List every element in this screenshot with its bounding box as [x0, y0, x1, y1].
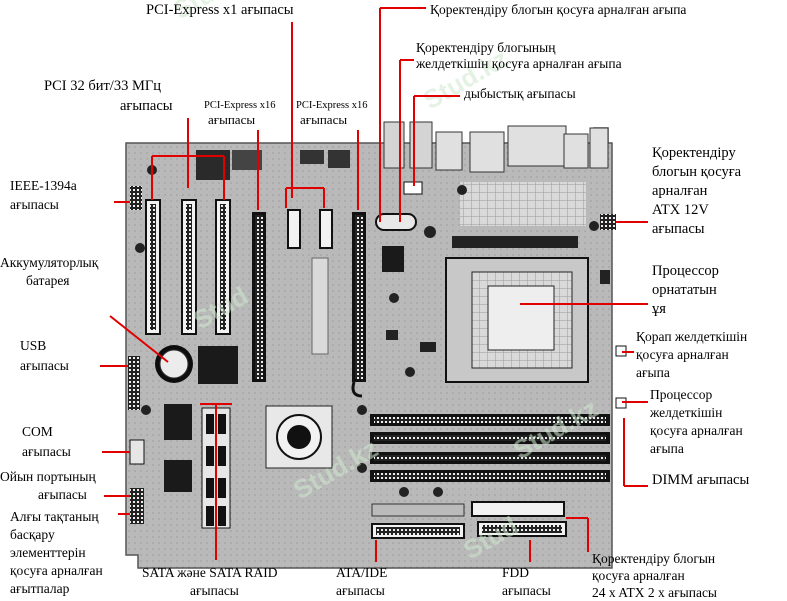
label-sata: SATA және SATA RAID ағыпасы — [142, 565, 278, 598]
label-cpu-socket: Процессор орнататын ұя — [652, 263, 719, 317]
label-pcie-x1: PCI-Express x1 ағыпасы — [146, 2, 294, 18]
label-pcie-x16-a: PCI-Express x16 ағыпасы — [204, 100, 276, 127]
label-cpu-fan: Процессор желдеткішін қосуға арналған ағ… — [650, 387, 743, 456]
label-com: COM ағыпасы — [22, 424, 71, 459]
label-ata: ATA/IDE ағыпасы — [336, 565, 388, 598]
amr-slot — [311, 257, 329, 355]
label-sound: дыбыстық ағыпасы — [464, 86, 576, 101]
vrm-strip — [452, 236, 578, 248]
label-dimm: DIMM ағыпасы — [652, 472, 750, 488]
label-case-fan: Қорап желдеткішін қосуға арналған ағыпа — [636, 329, 748, 380]
label-power-main: Қоректендіру блогын қосуға арналған ағып… — [430, 2, 687, 17]
left-headers — [128, 186, 145, 524]
leader-lines — [100, 7, 648, 562]
pcie-x16-slots — [252, 212, 366, 398]
label-game-port: Ойын портының ағыпасы — [0, 469, 96, 502]
label-front-panel: Алғы тақтаның басқару элементтерін қосуғ… — [10, 509, 103, 596]
ide-fdd-atx-connectors — [371, 501, 567, 539]
label-atx2x24: Қоректендіру блогын қосуға арналған 24 x… — [592, 551, 718, 600]
chips — [164, 181, 423, 492]
cpu-socket — [445, 257, 589, 383]
label-usb: USB ағыпасы — [20, 338, 69, 373]
atx12v-connector — [600, 214, 616, 230]
label-power-fan: Қоректендіру блогының желдеткішін қосуға… — [416, 40, 622, 71]
label-fdd: FDD ағыпасы — [502, 565, 551, 598]
battery — [155, 345, 193, 383]
label-ieee1394: IEEE-1394a ағыпасы — [10, 178, 77, 212]
label-pcie-x16-b: PCI-Express x16 ағыпасы — [296, 100, 368, 127]
chipset-heatsink — [265, 405, 333, 469]
vrm-heatsink — [460, 182, 586, 226]
dimm-slots — [370, 414, 610, 482]
label-battery: Аккумуляторлық батарея — [0, 255, 99, 288]
label-atx12v: Қоректендіру блогын қосуға арналған ATX … — [652, 145, 742, 237]
pcie-x1-slots — [287, 209, 333, 249]
label-pci32: PCI 32 бит/33 МГц ағыпасы — [44, 78, 173, 114]
leader-line-battery — [109, 315, 169, 363]
pci-slots — [145, 199, 231, 335]
